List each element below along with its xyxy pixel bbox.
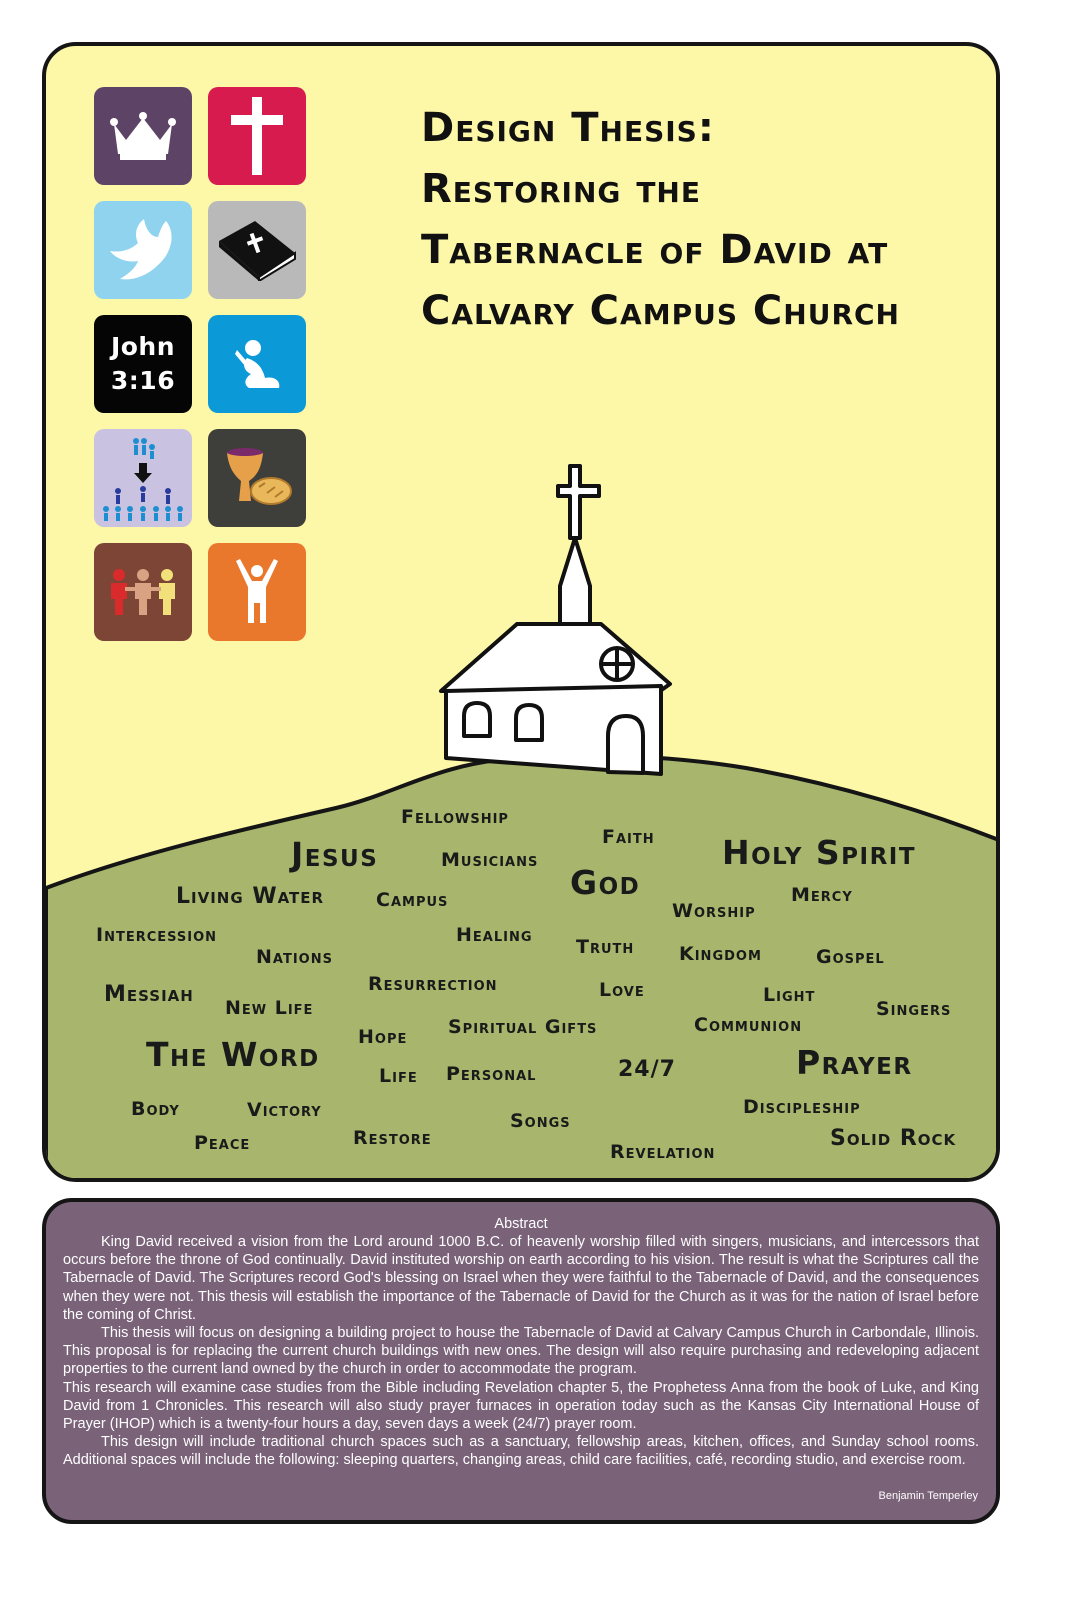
word-fellowship: Fellowship [401,806,509,828]
word-24-7: 24/7 [618,1057,676,1082]
abstract-heading: Abstract [494,1216,548,1232]
word-kingdom: Kingdom [679,943,762,965]
word-living-water: Living Water [176,884,325,909]
abstract-panel: Abstract King David received a vision fr… [42,1198,1000,1524]
church-hill-illustration [46,464,996,1178]
word-faith: Faith [602,826,655,848]
word-personal: Personal [446,1063,537,1085]
dove-icon [94,201,192,299]
word-musicians: Musicians [441,849,539,871]
word-victory: Victory [247,1099,322,1121]
crown-icon [94,87,192,185]
abstract-paragraph-2: This thesis will focus on designing a bu… [63,1325,979,1378]
word-gospel: Gospel [816,946,885,968]
church-building [439,464,672,776]
word-spiritual-gifts: Spiritual Gifts [448,1016,598,1038]
word-god: God [570,863,641,902]
people-multiplying-icon [94,429,192,527]
abstract-paragraph-4: This design will include traditional chu… [63,1434,979,1469]
word-intercession: Intercession [96,924,218,946]
word-hope: Hope [358,1026,408,1048]
title-line-4: Calvary Campus Church [421,288,900,334]
word-healing: Healing [456,924,533,946]
word-the-word: The Word [146,1035,320,1074]
communion-cup-bread-icon [208,429,306,527]
three-people-icon [94,543,192,641]
word-campus: Campus [376,889,449,911]
john-label: John [110,332,176,361]
word-prayer: Prayer [796,1043,913,1082]
word-restore: Restore [353,1127,432,1149]
praying-person-icon [208,315,306,413]
abstract-paragraph-3: This research will examine case studies … [63,1379,979,1433]
word-songs: Songs [510,1110,571,1132]
title-line-1: Design Thesis: [421,105,715,151]
cross-icon [208,87,306,185]
word-nations: Nations [256,946,333,968]
abstract-body: King David received a vision from the Lo… [63,1233,979,1470]
word-holy-spirit: Holy Spirit [722,833,917,872]
word-communion: Communion [694,1014,803,1036]
word-messiah: Messiah [104,982,194,1007]
word-revelation: Revelation [610,1141,716,1163]
poster-panel: Design Thesis: Restoring the Tabernacle … [42,42,1000,1182]
word-mercy: Mercy [791,884,853,906]
word-peace: Peace [194,1132,251,1154]
abstract-paragraph-1: King David received a vision from the Lo… [63,1234,979,1323]
word-singers: Singers [876,998,952,1020]
word-new-life: New Life [225,997,314,1019]
verse-label: 3:16 [110,366,176,395]
word-jesus: Jesus [291,835,379,874]
raised-hands-person-icon [208,543,306,641]
word-truth: Truth [576,936,635,958]
word-life: Life [379,1065,418,1087]
john-316-tile: John 3:16 [94,315,192,413]
title-line-2: Restoring the [421,166,701,212]
bible-icon [208,201,306,299]
word-body: Body [131,1098,180,1120]
word-love: Love [599,979,645,1001]
title-line-3: Tabernacle of David at [421,227,889,273]
author-name: Benjamin Temperley [878,1490,978,1502]
thesis-title: Design Thesis: Restoring the Tabernacle … [421,98,981,342]
word-worship: Worship [672,900,756,922]
word-resurrection: Resurrection [368,973,498,995]
word-solid-rock: Solid Rock [830,1126,957,1151]
word-discipleship: Discipleship [743,1096,861,1118]
word-light: Light [763,984,816,1006]
